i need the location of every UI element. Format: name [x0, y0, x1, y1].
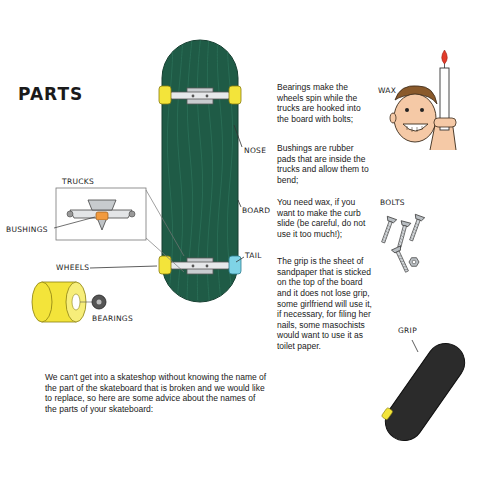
part-label: NOSE: [244, 146, 266, 155]
bolt: [391, 246, 411, 274]
part-label: TRUCKS: [62, 177, 94, 186]
nut: [409, 258, 419, 267]
truck: [170, 88, 230, 104]
wheel: [229, 86, 241, 104]
part-label: TAIL: [245, 251, 262, 260]
truck-detail: [54, 188, 184, 272]
part-label: WHEELS: [56, 263, 89, 272]
paragraph-text: Bearings make the wheels spin while the …: [277, 82, 374, 125]
paragraph-text: We can't get into a skateshop without kn…: [45, 372, 267, 415]
part-label: BOLTS: [380, 198, 405, 207]
wax-figure: [390, 50, 456, 150]
paragraph-text: The grip is the sheet of sandpaper that …: [277, 256, 374, 352]
part-label: BEARINGS: [92, 314, 133, 323]
bolts-figure: [378, 214, 424, 273]
bearing: [80, 295, 106, 309]
page-title: PARTS: [18, 84, 83, 104]
wood-grain: [177, 40, 183, 300]
leader-line: [90, 266, 157, 268]
grip-board: [375, 334, 500, 500]
leader-line: [234, 125, 244, 262]
truck: [170, 258, 230, 274]
wood-grain: [217, 40, 222, 300]
bolt: [406, 214, 424, 242]
bolt: [378, 216, 396, 244]
part-label: BOARD: [242, 206, 270, 215]
wheel-detail: [32, 282, 86, 322]
wheel: [159, 86, 171, 104]
leader-line: [412, 340, 418, 352]
paragraph-text: You need wax, if you want to make the cu…: [277, 197, 374, 240]
bolt: [394, 221, 410, 249]
part-label: GRIP: [398, 326, 417, 335]
paragraph-text: Bushings are rubber pads that are inside…: [277, 143, 374, 186]
part-label: WAX: [378, 86, 396, 95]
part-label: BUSHINGS: [6, 225, 48, 234]
wheel: [229, 256, 241, 274]
